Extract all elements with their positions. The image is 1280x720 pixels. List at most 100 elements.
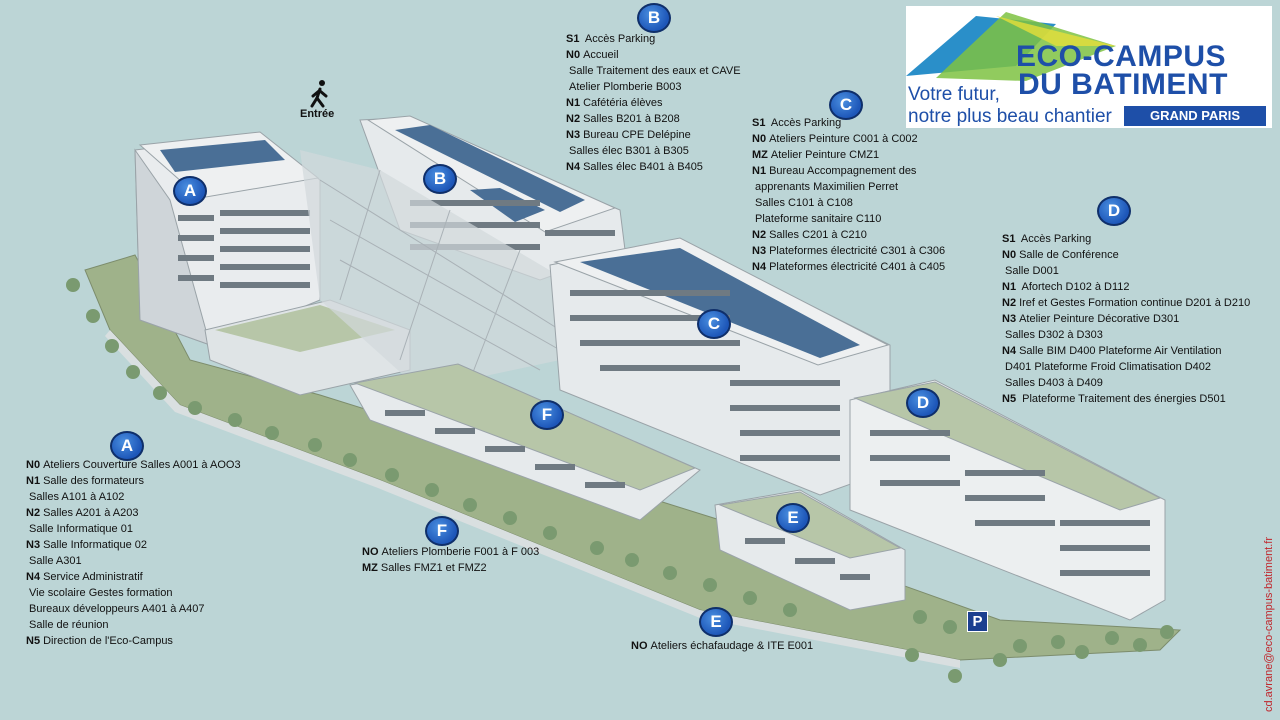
floor-level: N3 xyxy=(1002,313,1017,325)
logo-name-line1: ECO-CAMPUS xyxy=(1016,40,1227,73)
floor-level: N4 xyxy=(26,571,41,583)
legend-row: S1 Accès Parking xyxy=(1002,231,1250,247)
floor-level: N0 xyxy=(566,49,581,61)
floor-level: N3 xyxy=(752,245,767,257)
floor-text: Atelier Peinture Décorative D301 xyxy=(1019,313,1180,325)
legend-badge-a: A xyxy=(110,431,144,461)
floor-level: N5 xyxy=(26,635,41,647)
building-c xyxy=(549,237,891,496)
floor-text: Salles C201 à C210 xyxy=(769,229,867,241)
floor-level: N1 xyxy=(566,97,581,109)
floor-level: S1 xyxy=(752,117,766,129)
floor-level: N0 xyxy=(26,459,41,471)
floor-text: Bureau CPE Delépine xyxy=(583,129,691,141)
floor-text: Salles A101 à A102 xyxy=(29,491,125,503)
legend-badge-f: F xyxy=(425,516,459,546)
floor-text: Accès Parking xyxy=(1018,233,1092,245)
floor-text: Salle des formateurs xyxy=(43,475,144,487)
legend-row: Salles A101 à A102 xyxy=(26,489,241,505)
atrium-lattice xyxy=(319,169,561,381)
map-badge-b[interactable]: B xyxy=(423,164,457,194)
floor-text: D401 Plateforme Froid Climatisation D402 xyxy=(1005,361,1212,373)
floor-level: N5 xyxy=(1002,393,1017,405)
map-badge-d[interactable]: D xyxy=(906,388,940,418)
map-badge-c[interactable]: C xyxy=(697,309,731,339)
floor-level: MZ xyxy=(752,149,768,161)
floor-level: N2 xyxy=(1002,297,1017,309)
floor-level: NO xyxy=(362,546,379,558)
floor-level: N2 xyxy=(752,229,767,241)
map-badge-a[interactable]: A xyxy=(173,176,207,206)
building-e xyxy=(714,489,906,611)
legend-row: Plateforme sanitaire C110 xyxy=(752,211,945,227)
legend-row: Bureaux développeurs A401 à A407 xyxy=(26,601,241,617)
legend-row: Salles C101 à C108 xyxy=(752,195,945,211)
floor-text: Salle Informatique 02 xyxy=(43,539,148,551)
logo-name-line2: DU BATIMENT xyxy=(1018,68,1228,101)
floor-text: Salles C101 à C108 xyxy=(755,197,853,209)
legend-badge-d: D xyxy=(1097,196,1131,226)
floor-text: Salle BIM D400 Plateforme Air Ventilatio… xyxy=(1019,345,1222,357)
legend-row: Salles D302 à D303 xyxy=(1002,327,1250,343)
legend-row: Salle D001 xyxy=(1002,263,1250,279)
floor-text: Salle A301 xyxy=(29,555,82,567)
floor-level: N4 xyxy=(1002,345,1017,357)
floor-text: Bureau Accompagnement des xyxy=(769,165,917,177)
floor-level: N2 xyxy=(26,507,41,519)
floor-text: Accès Parking xyxy=(768,117,842,129)
building-f xyxy=(349,363,701,521)
entrance-label: Entrée xyxy=(300,108,335,120)
parking-icon: P xyxy=(967,611,988,632)
floor-text: Accueil xyxy=(583,49,619,61)
legend-row: N5 Plateforme Traitement des énergies D5… xyxy=(1002,391,1250,407)
legend-row: Atelier Plomberie B003 xyxy=(566,79,741,95)
trees xyxy=(66,278,1174,683)
floor-level: N0 xyxy=(752,133,767,145)
floor-level: N1 xyxy=(752,165,767,177)
floor-level: N0 xyxy=(1002,249,1017,261)
floor-text: Ateliers Peinture C001 à C002 xyxy=(769,133,918,145)
legend-row: Salles D403 à D409 xyxy=(1002,375,1250,391)
floor-text: Ateliers Plomberie F001 à F 003 xyxy=(381,546,540,558)
legend-row: S1 Accès Parking xyxy=(752,115,945,131)
map-badge-f[interactable]: F xyxy=(530,400,564,430)
legend-badge-c: C xyxy=(829,90,863,120)
floor-text: Salles élec B401 à B405 xyxy=(583,161,703,173)
legend-row: apprenants Maximilien Perret xyxy=(752,179,945,195)
contact-email[interactable]: cd.avrane@eco-campus-batiment.fr xyxy=(1263,536,1275,712)
legend-row: Salles élec B301 à B305 xyxy=(566,143,741,159)
legend-row: Salle Traitement des eaux et CAVE xyxy=(566,63,741,79)
legend-row: S1 Accès Parking xyxy=(566,31,741,47)
floor-text: Salle de Conférence xyxy=(1019,249,1119,261)
legend-badge-e: E xyxy=(699,607,733,637)
floor-text: Salles D403 à D409 xyxy=(1005,377,1103,389)
floor-level: N1 xyxy=(1002,281,1017,293)
floor-text: Afortech D102 à D112 xyxy=(1019,281,1130,293)
floor-level: N3 xyxy=(26,539,41,551)
eco-campus-logo: ECO-CAMPUS DU BATIMENT Votre futur, notr… xyxy=(906,6,1272,128)
floor-level: N3 xyxy=(566,129,581,141)
floor-text: Service Administratif xyxy=(43,571,143,583)
floor-text: Iref et Gestes Formation continue D201 à… xyxy=(1019,297,1251,309)
map-badge-e[interactable]: E xyxy=(776,503,810,533)
legend-row: Salle A301 xyxy=(26,553,241,569)
